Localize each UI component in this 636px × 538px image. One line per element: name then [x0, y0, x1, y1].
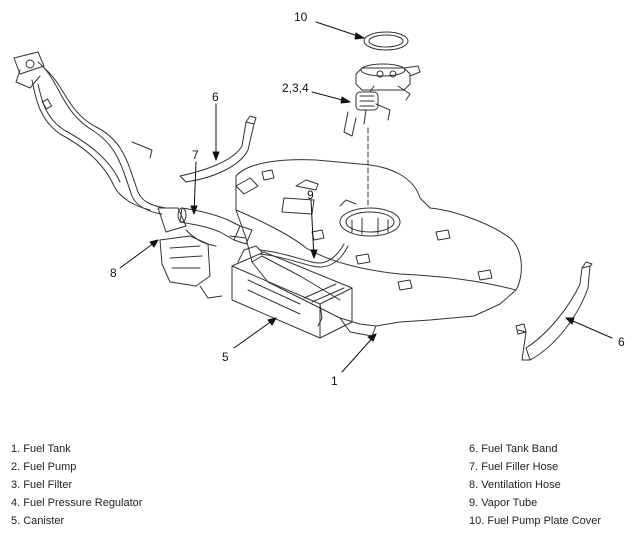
callout-5: 5: [222, 350, 229, 364]
ventilation-hose: [157, 207, 223, 299]
legend-item-4: 4. Fuel Pressure Regulator: [11, 497, 143, 509]
fuel-pump-assembly: [343, 63, 421, 137]
fuel-tank: [229, 159, 527, 337]
legend-item-9: 9. Vapor Tube: [469, 497, 538, 509]
callout-6-lower: 6: [618, 335, 625, 349]
legend-right-column: 6. Fuel Tank Band 7. Fuel Filler Hose 8.…: [469, 440, 601, 530]
callout-2-3-4: 2,3,4: [282, 81, 309, 95]
legend-item-1: 1. Fuel Tank: [11, 443, 71, 455]
legend-item-8: 8. Ventilation Hose: [469, 479, 561, 491]
fuel-system-diagram: [13, 21, 613, 373]
callout-10: 10: [294, 10, 308, 24]
callout-9: 9: [307, 188, 314, 202]
legend-item-6: 6. Fuel Tank Band: [469, 443, 558, 455]
fuel-filler-pipe: [13, 51, 167, 215]
legend-item-7: 7. Fuel Filler Hose: [469, 461, 559, 473]
fuel-pump-plate-cover: [363, 31, 409, 51]
fuel-filler-hose: [177, 207, 253, 245]
canister: [231, 245, 353, 339]
callout-7: 7: [192, 148, 199, 162]
legend-item-5: 5. Canister: [11, 515, 65, 527]
fuel-tank-band-lower: [517, 261, 593, 361]
callout-6-upper: 6: [212, 90, 219, 104]
callout-1: 1: [331, 374, 338, 388]
fuel-tank-band-upper: [179, 115, 257, 183]
legend-item-10: 10. Fuel Pump Plate Cover: [469, 515, 602, 527]
legend-left-column: 1. Fuel Tank 2. Fuel Pump 3. Fuel Filter…: [11, 440, 142, 530]
callout-leaders: [119, 21, 613, 373]
legend-item-2: 2. Fuel Pump: [11, 461, 77, 473]
callout-8: 8: [110, 266, 117, 280]
legend-item-3: 3. Fuel Filter: [11, 479, 73, 491]
